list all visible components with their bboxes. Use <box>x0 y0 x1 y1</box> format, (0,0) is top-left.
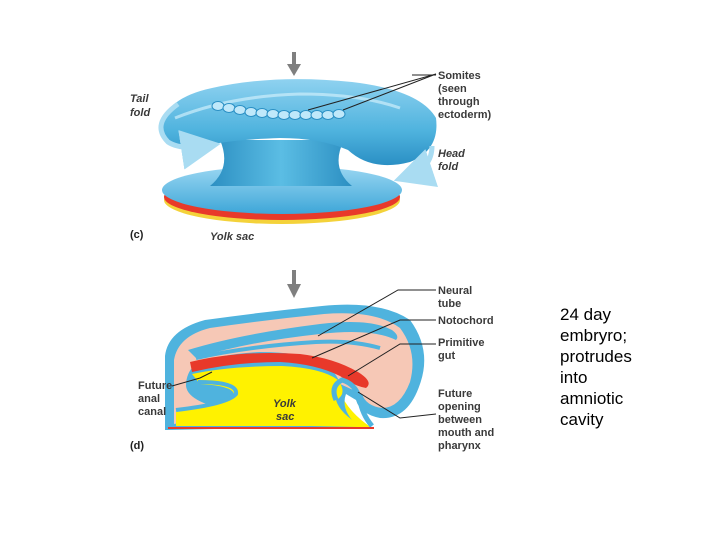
down-arrow-icon <box>287 270 301 298</box>
caption-line: 24 day <box>560 305 612 324</box>
notochord-label: Notochord <box>438 315 494 327</box>
tail-fold-arrow-icon <box>158 101 221 170</box>
panel-c-label: (c) <box>130 229 144 241</box>
somites-leader-lines <box>307 73 437 111</box>
neural-tube-label: Neural tube <box>438 285 475 310</box>
slide-caption: 24 day embryro; protrudes into amniotic … <box>560 304 710 430</box>
figure-c-3d-embryo: Tail fold Somites (seen through ectoderm… <box>130 52 492 243</box>
caption-line: cavity <box>560 410 604 429</box>
figure-d-leader-lines <box>171 289 437 419</box>
primitive-gut <box>190 353 369 388</box>
head-fold-arrow-icon <box>393 145 439 188</box>
yolk-sac-label-d: Yolk sac <box>273 398 299 423</box>
caption-line: embryro; <box>560 326 628 345</box>
somites-label: Somites (seen through ectoderm) <box>438 70 492 121</box>
caption-line: amniotic <box>560 389 624 408</box>
tail-fold-label: Tail fold <box>130 93 152 119</box>
somites <box>211 101 346 120</box>
future-anal-canal-label: Future anal canal <box>138 380 175 418</box>
future-opening-label: Future opening between mouth and pharynx <box>438 388 497 452</box>
caption-line: protrudes <box>560 347 632 366</box>
yolk-sac-label-c: Yolk sac <box>210 231 254 243</box>
notochord <box>195 339 381 360</box>
yolk-sac-interior <box>176 366 362 426</box>
figure-d-cross-section: Neural tube Notochord Primitive gut Futu… <box>130 270 497 452</box>
down-arrow-icon <box>287 52 301 76</box>
neural-tube <box>188 322 398 358</box>
caption-line: into <box>560 368 588 387</box>
body-stalk <box>210 140 352 186</box>
head-fold-label: Head fold <box>438 148 468 173</box>
panel-d-label: (d) <box>130 440 144 452</box>
primitive-gut-label: Primitive gut <box>438 337 488 362</box>
